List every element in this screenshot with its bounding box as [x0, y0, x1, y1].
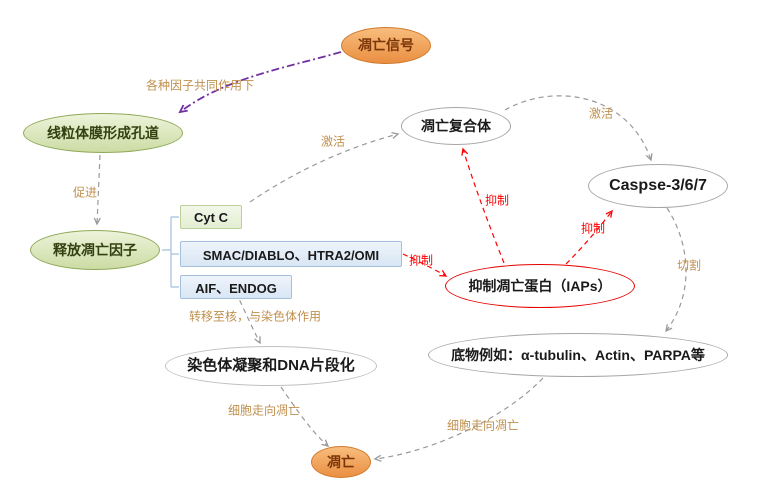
box-cyt-c: Cyt C [180, 205, 242, 229]
label-joint-factors: 各种因子共同作用下 [145, 78, 255, 93]
label-promote: 促进 [72, 185, 98, 200]
bracket-release-factors [162, 216, 179, 288]
box-smac-diablo-htra2-omi: SMAC/DIABLO、HTRA2/OMI [180, 241, 402, 267]
label-translocate: 转移至核，与染色体作用 [188, 309, 322, 324]
arrow-iaps-inhibit-complex [461, 147, 505, 264]
node-caspase-3-6-7: Caspse-3/6/7 [588, 164, 728, 208]
box-aif-endog: AIF、ENDOG [180, 275, 292, 299]
node-release-apoptotic-factors: 释放凋亡因子 [30, 230, 160, 270]
label-inhibit-complex: 抑制 [484, 193, 510, 208]
label-cell-to-apoptosis-right: 细胞走向凋亡 [446, 418, 520, 433]
node-apoptosis-complex: 凋亡复合体 [401, 107, 511, 145]
label-activate-caspase: 激活 [588, 106, 614, 121]
node-chromatin-condensation: 染色体凝聚和DNA片段化 [165, 346, 377, 386]
node-mitochondrial-pore: 线粒体膜形成孔道 [23, 113, 183, 153]
arrow-substrates-to-apoptosis [373, 377, 544, 462]
node-apoptosis-signal: 凋亡信号 [341, 27, 431, 64]
node-apoptosis: 凋亡 [311, 446, 371, 478]
node-substrates: 底物例如：α-tubulin、Actin、PARPA等 [428, 333, 728, 377]
node-iaps: 抑制凋亡蛋白（IAPs） [445, 264, 635, 308]
label-inhibit-caspase: 抑制 [580, 221, 606, 236]
arrow-pore-to-release [93, 154, 101, 226]
arrow-signal-to-pore [178, 51, 342, 114]
arrow-cytc-to-complex [249, 131, 400, 203]
label-inhibit-iaps: 抑制 [408, 253, 434, 268]
label-cell-to-apoptosis-left: 细胞走向凋亡 [227, 403, 301, 418]
arrow-complex-to-caspase [504, 95, 653, 162]
label-cleave: 切割 [676, 258, 702, 273]
label-activate-complex: 激活 [320, 134, 346, 149]
arrow-smac-inhibit-iaps [402, 253, 448, 277]
arrow-caspase-cleave-substrates [665, 207, 687, 333]
arrow-iaps-inhibit-caspase [565, 209, 613, 265]
